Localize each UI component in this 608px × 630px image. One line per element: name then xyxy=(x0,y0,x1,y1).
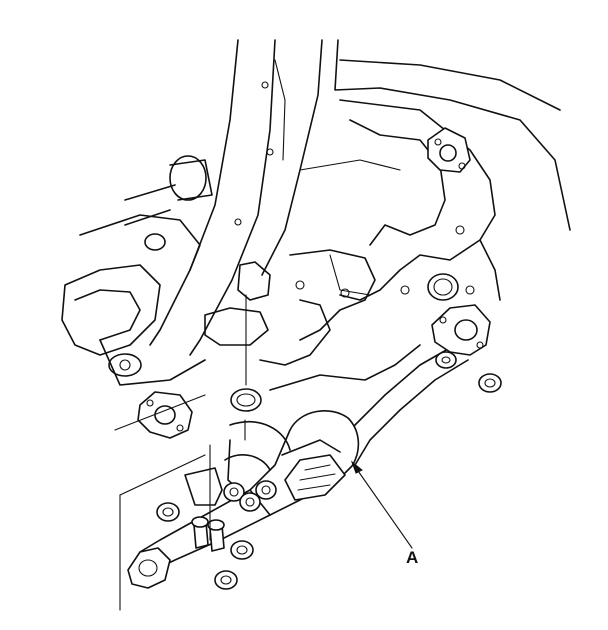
left-bracket xyxy=(137,391,193,439)
fasteners xyxy=(156,351,502,590)
nut xyxy=(156,502,180,522)
subframe xyxy=(61,39,571,386)
nut xyxy=(255,480,277,500)
callout-a-arrowhead xyxy=(350,460,363,474)
gaskets xyxy=(230,273,459,412)
frame-lines xyxy=(114,394,246,611)
nut xyxy=(239,492,261,512)
nut xyxy=(223,482,245,502)
callout-a-label: A xyxy=(406,548,419,567)
nut xyxy=(214,570,238,590)
upper-flange xyxy=(427,127,471,173)
nut xyxy=(478,373,502,393)
hanger-bracket xyxy=(184,467,223,506)
exhaust-pipe-a xyxy=(127,304,491,589)
callout-a-leader xyxy=(355,467,413,549)
bolt xyxy=(191,516,209,549)
engine-block xyxy=(204,99,501,391)
bolt xyxy=(207,519,225,552)
nut xyxy=(435,351,457,369)
nut xyxy=(230,540,254,560)
